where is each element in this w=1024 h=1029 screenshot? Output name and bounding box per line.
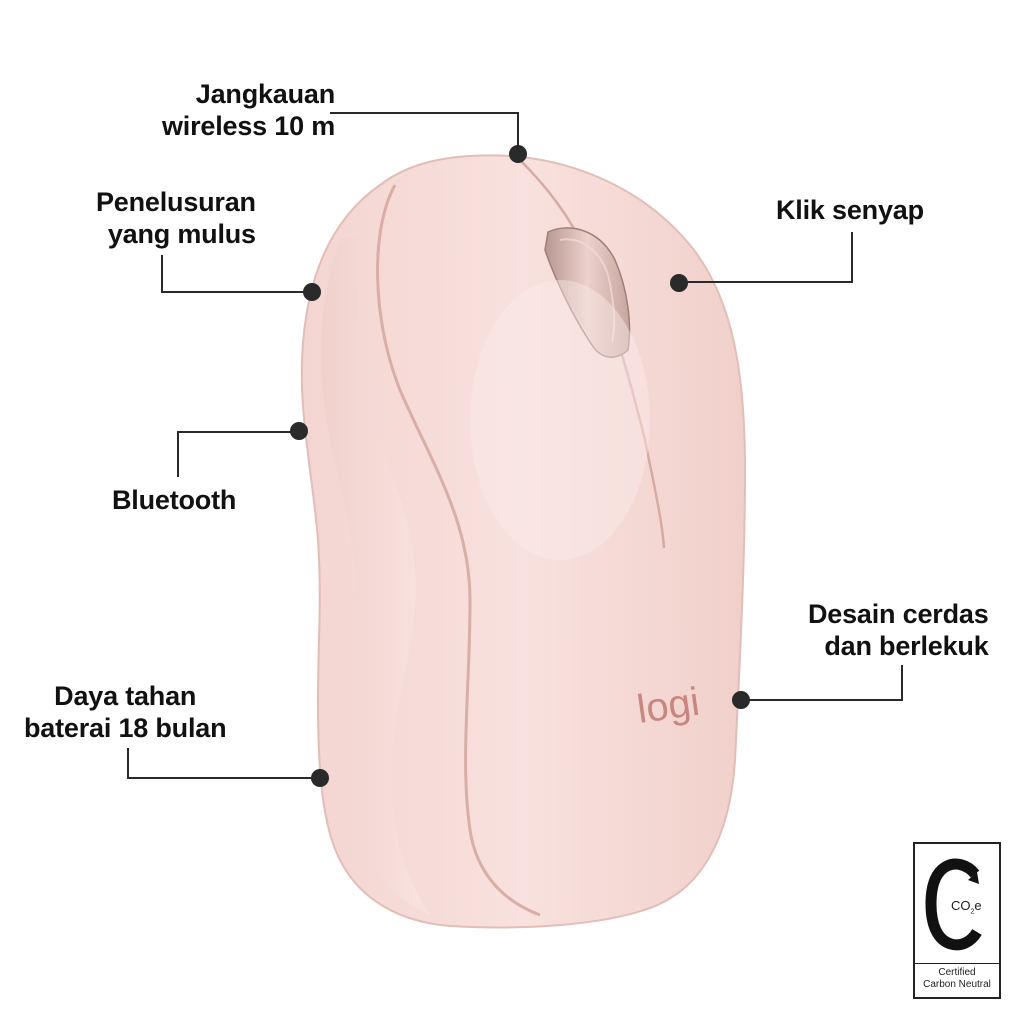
mouse-body — [300, 154, 747, 929]
callout-dot-design — [732, 691, 750, 709]
callout-design-label: Desain cerdas dan berlekuk — [808, 599, 989, 661]
shell-seam — [376, 184, 541, 917]
mouse-side-panel — [321, 230, 430, 915]
callout-dot-range — [509, 145, 527, 163]
scroll-wheel — [544, 227, 631, 358]
callout-dot-scroll — [303, 283, 321, 301]
callout-bluetooth-label: Bluetooth — [112, 485, 237, 515]
brand-logo: logi — [634, 680, 702, 732]
callout-dot-bluetooth — [290, 422, 308, 440]
carbon-neutral-badge: CO2e Certified Carbon Neutral — [913, 842, 1001, 999]
surface-highlight — [470, 280, 650, 560]
callout-scroll-label: Penelusuran yang mulus — [96, 187, 256, 249]
callout-range-label: Jangkauan wireless 10 m — [162, 79, 336, 141]
badge-caption: Certified Carbon Neutral — [915, 963, 999, 997]
callout-battery-label: Daya tahan baterai 18 bulan — [24, 681, 227, 743]
callout-dot-battery — [311, 769, 329, 787]
co2-c-icon — [925, 858, 982, 951]
co2-text: CO2e — [951, 898, 982, 916]
callout-lines — [127, 112, 903, 779]
callout-dot-click — [670, 274, 688, 292]
callout-dots — [290, 145, 750, 787]
callout-click-label: Klik senyap — [776, 195, 924, 225]
